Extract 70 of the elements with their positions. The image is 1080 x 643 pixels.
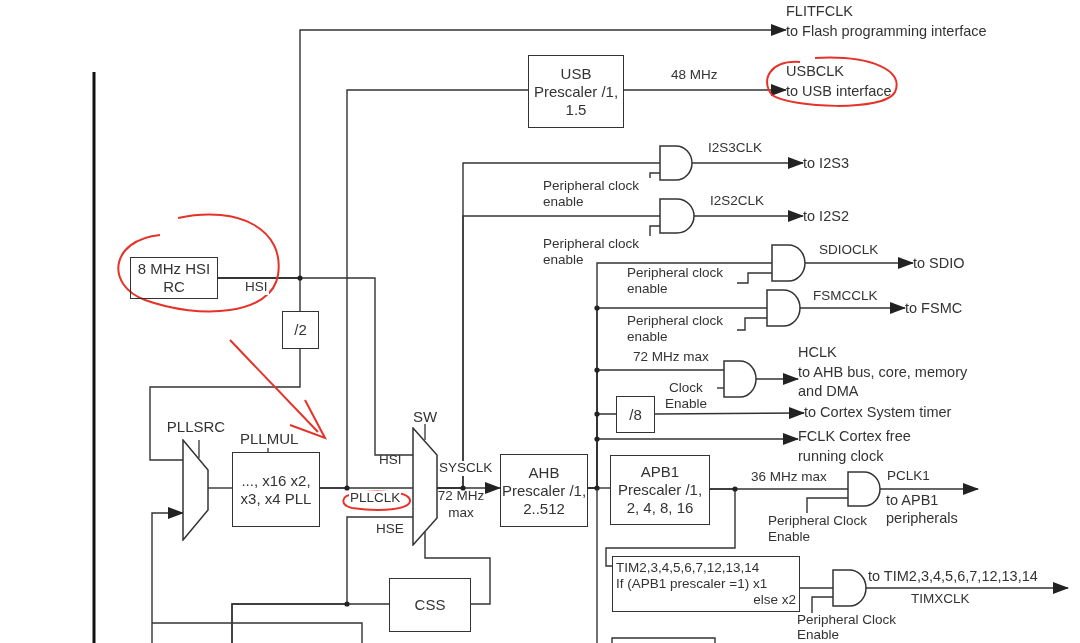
signal-line bbox=[424, 530, 491, 605]
timer-multiplier-box bbox=[612, 556, 800, 612]
output-label: to APB1 peripherals bbox=[886, 491, 959, 528]
and-gate-symbol bbox=[659, 198, 695, 234]
signal-line bbox=[806, 497, 849, 514]
prescaler-box: AHB Prescaler /1, 2..512 bbox=[500, 454, 588, 527]
enable-label: Peripheral Clock Enable bbox=[797, 612, 897, 642]
and-gate-symbol bbox=[659, 145, 693, 181]
signal-line bbox=[319, 89, 529, 489]
output-label: to SDIO bbox=[913, 254, 966, 273]
enable-label: Peripheral clock enable bbox=[543, 236, 640, 268]
arrow bbox=[865, 582, 1069, 594]
arrow bbox=[804, 257, 914, 269]
arrow bbox=[755, 373, 799, 385]
prescaler-box: APB1 Prescaler /1, 2, 4, 8, 16 bbox=[610, 455, 710, 525]
and-gate-symbol bbox=[847, 471, 881, 507]
output-label: to USB interface bbox=[786, 81, 893, 101]
output-label: FLITFCLK bbox=[786, 2, 854, 21]
enable-label: Peripheral clock enable bbox=[543, 178, 640, 210]
output-label: to I2S3 bbox=[803, 154, 850, 173]
signal-line bbox=[649, 172, 661, 179]
oscillator-box: 8 MHz HSI RC bbox=[130, 257, 218, 299]
signal-line bbox=[217, 277, 414, 456]
output-label: to TIM2,3,4,5,6,7,12,13,14 bbox=[868, 567, 1039, 586]
box-text: else x2 bbox=[752, 592, 796, 609]
arrow bbox=[693, 210, 804, 222]
box-text: If (APB1 prescaler =1) x1 bbox=[616, 575, 769, 593]
arrow bbox=[587, 433, 799, 489]
signal-label: SYSCLK bbox=[438, 461, 494, 476]
frequency-label: 72 MHz max bbox=[436, 488, 486, 522]
prescaler-box: USB Prescaler /1, 1.5 bbox=[528, 55, 624, 128]
arrow bbox=[691, 157, 804, 169]
and-gate-symbol bbox=[771, 244, 806, 282]
signal-label: HSE bbox=[376, 521, 405, 538]
arrow bbox=[879, 483, 979, 495]
output-label: HCLK bbox=[798, 343, 838, 362]
signal-label: HSI bbox=[244, 280, 269, 295]
signal-line bbox=[799, 587, 834, 589]
enable-label: Peripheral clock enable bbox=[627, 265, 724, 297]
arrow bbox=[151, 507, 184, 643]
arrow bbox=[799, 302, 906, 314]
mux-label: PLLSRC bbox=[165, 418, 227, 436]
output-label: to Cortex System timer bbox=[804, 403, 953, 422]
arrow bbox=[654, 407, 805, 420]
output-label: to FSMC bbox=[905, 299, 964, 318]
css-box: CSS bbox=[389, 578, 471, 632]
output-label: to I2S2 bbox=[803, 207, 850, 226]
and-gate-symbol bbox=[766, 289, 801, 327]
parameter-label: PLLMUL bbox=[240, 430, 300, 449]
output-label: FCLK Cortex free running clock bbox=[798, 427, 912, 466]
enable-label: Peripheral clock enable bbox=[627, 313, 724, 345]
pll-box: ..., x16 x2, x3, x4 PLL bbox=[232, 452, 320, 527]
signal-line bbox=[231, 603, 390, 643]
and-gate-symbol bbox=[832, 569, 867, 607]
arrow bbox=[623, 84, 787, 96]
signal-label: HSI bbox=[379, 452, 403, 469]
enable-label: Clock Enable bbox=[664, 380, 707, 412]
output-label: to Flash programming interface bbox=[786, 21, 988, 41]
signal-line bbox=[149, 348, 301, 461]
mux-label: SW bbox=[411, 408, 439, 426]
signal-line bbox=[605, 488, 736, 567]
and-gate-symbol bbox=[723, 360, 757, 398]
signal-line bbox=[736, 272, 773, 284]
box-text: TIM2,3,4,5,6,7,12,13,14 bbox=[616, 559, 761, 576]
signal-line bbox=[811, 596, 834, 614]
signal-line bbox=[649, 225, 661, 237]
signal-line bbox=[716, 387, 725, 389]
signal-line bbox=[736, 317, 768, 331]
enable-label: Peripheral Clock Enable bbox=[768, 513, 868, 545]
output-label: USBCLK bbox=[786, 62, 846, 81]
